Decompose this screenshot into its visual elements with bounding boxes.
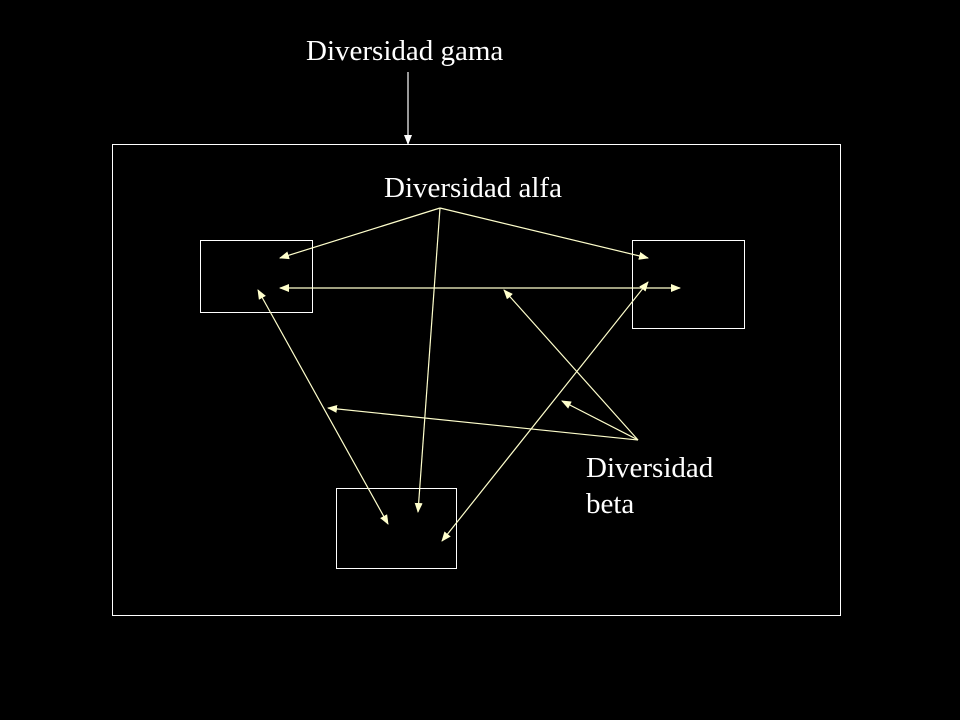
- site-box-left: [200, 240, 313, 313]
- alpha-arrow-left: [279, 207, 441, 260]
- site-box-right: [632, 240, 745, 329]
- beta-pointer-1: [503, 289, 639, 441]
- beta-diversity-label: Diversidad beta: [586, 450, 713, 522]
- beta-label-line-2: beta: [586, 488, 635, 520]
- alpha-diversity-label: Diversidad alfa: [384, 172, 562, 204]
- beta-label-line-1: Diversidad: [586, 452, 714, 484]
- gamma-region-frame: [112, 144, 841, 616]
- alpha-arrow-bottom: [414, 207, 441, 513]
- gamma-diversity-label: Diversidad gama: [306, 35, 504, 67]
- site-box-bottom: [336, 488, 457, 569]
- beta-pointer-3: [327, 404, 639, 441]
- beta-double-arrow-left-bottom: [257, 289, 389, 525]
- alpha-arrow-right: [439, 207, 649, 260]
- beta-double-arrow-right-bottom: [441, 281, 649, 542]
- beta-pointer-2: [561, 400, 639, 441]
